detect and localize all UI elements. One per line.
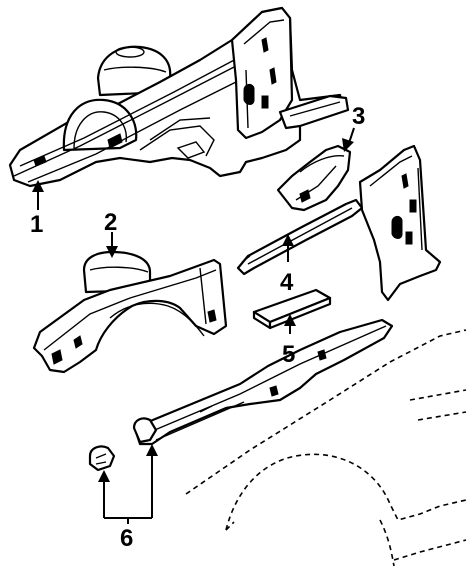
part-3-reinforcement <box>276 144 352 212</box>
callout-label-3: 3 <box>352 103 365 130</box>
part-2-wheelhouse <box>32 250 228 374</box>
part-6-clip <box>88 445 116 472</box>
callout-4-leader <box>282 234 294 262</box>
callout-1-leader <box>32 180 44 210</box>
lower-rail-assembly <box>132 318 394 446</box>
callout-6-leader <box>98 444 158 524</box>
callout-5-leader <box>284 314 296 334</box>
callout-label-6: 6 <box>120 525 133 552</box>
callout-label-2: 2 <box>104 209 117 236</box>
right-apron-panel <box>358 144 442 302</box>
callout-3-leader <box>342 127 355 152</box>
fender-outline-dashed <box>185 329 467 567</box>
callout-2-leader <box>106 232 118 258</box>
callout-label-5: 5 <box>282 341 295 368</box>
part-1-front-apron-assembly <box>8 6 350 188</box>
callout-label-4: 4 <box>280 269 294 296</box>
callout-label-1: 1 <box>30 211 43 238</box>
part-5-plate <box>252 288 332 330</box>
part-4-upper-rail <box>236 198 364 276</box>
